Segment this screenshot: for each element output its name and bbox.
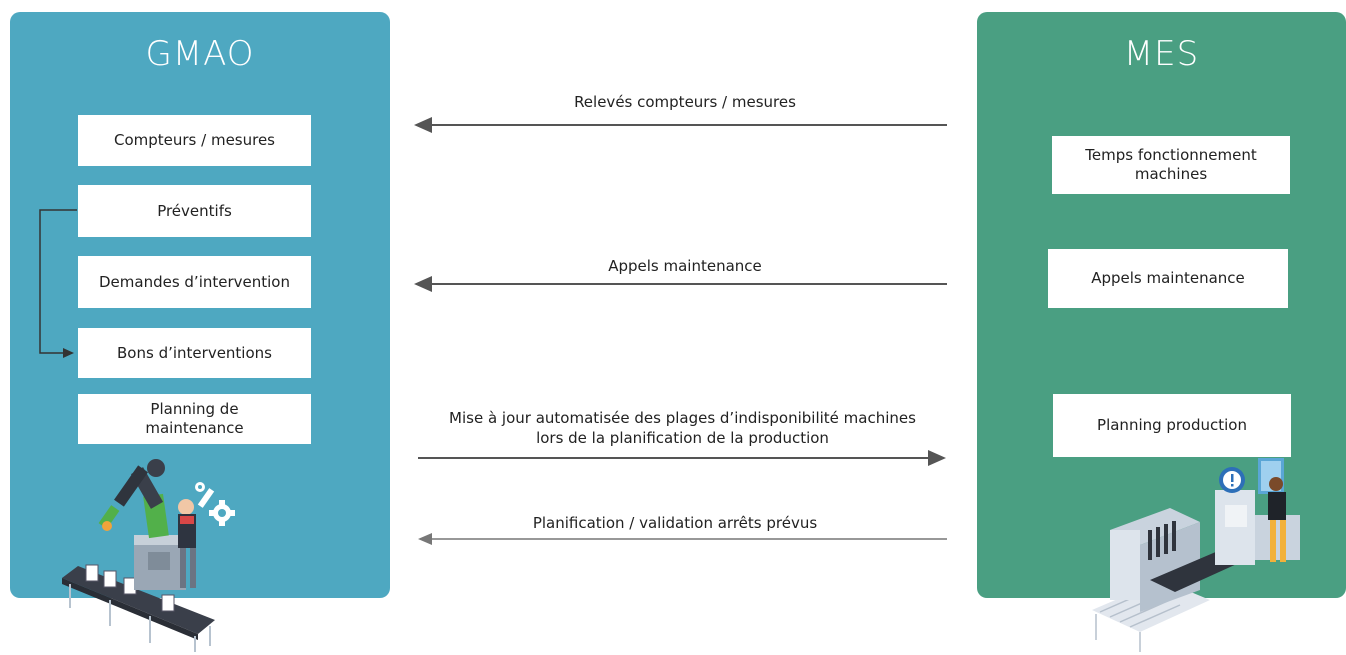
mes-title: MES <box>1123 34 1200 74</box>
maintenance-robot-illustration <box>62 459 235 652</box>
flow-label-appels: Appels maintenance <box>608 257 762 275</box>
arrow-mise-a-jour <box>418 450 946 466</box>
connector-preventifs-bons <box>39 209 77 358</box>
gmao-item-compteurs: Compteurs / mesures <box>78 115 311 166</box>
arrow-planification <box>418 533 947 545</box>
gmao-item-preventifs: Préventifs <box>78 185 311 237</box>
production-line-illustration <box>1092 458 1300 652</box>
gmao-item-bons: Bons d’interventions <box>78 328 311 378</box>
mes-item-appels: Appels maintenance <box>1048 249 1288 308</box>
gmao-item-demandes: Demandes d’intervention <box>78 256 311 308</box>
gmao-item-planning: Planning de maintenance <box>78 394 311 444</box>
mes-item-planning: Planning production <box>1053 394 1291 457</box>
flow-label-planification: Planification / validation arrêts prévus <box>532 514 818 532</box>
arrow-appels <box>414 276 947 292</box>
gmao-title: GMAO <box>145 34 255 74</box>
arrow-releves <box>414 117 947 133</box>
flow-label-mise-a-jour: Mise à jour automatisée des plages d’ind… <box>449 409 916 447</box>
mes-item-temps: Temps fonctionnement machines <box>1052 136 1290 194</box>
flow-label-releves: Relevés compteurs / mesures <box>574 93 796 111</box>
